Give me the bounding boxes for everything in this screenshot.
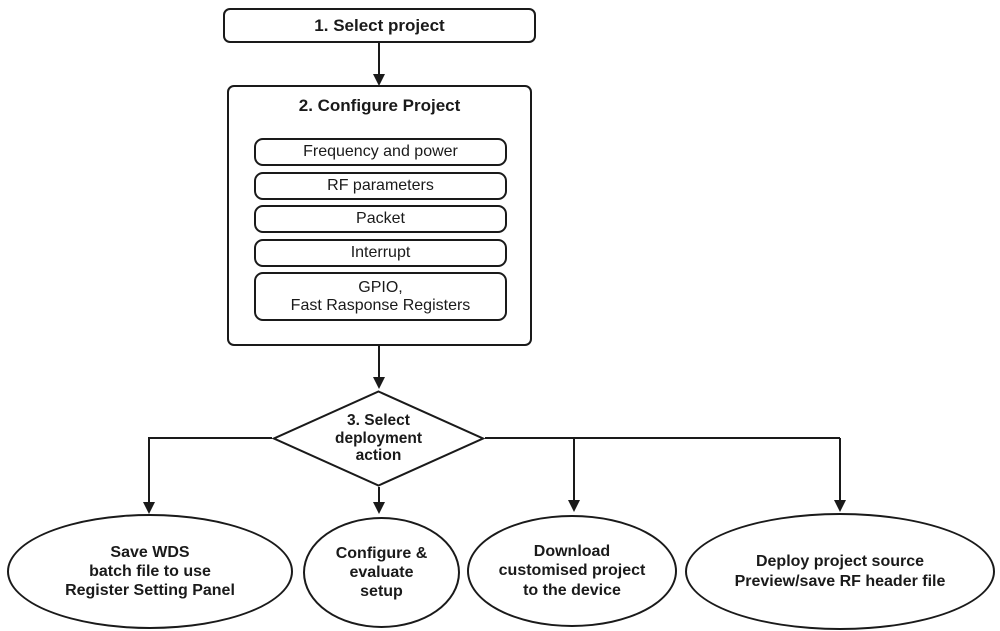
arrowhead-icon xyxy=(568,500,580,512)
diamond-shape xyxy=(272,390,485,487)
node-configure-project: 2. Configure Project Frequency and power… xyxy=(227,85,532,346)
node-save-wds-batch-file-label: Save WDS batch file to use Register Sett… xyxy=(65,543,235,600)
node-deploy-project-source-label: Deploy project source Preview/save RF he… xyxy=(734,553,946,590)
node-save-wds-batch-file: Save WDS batch file to use Register Sett… xyxy=(7,514,293,629)
node-download-customised-project: Download customised project to the devic… xyxy=(467,515,677,627)
node-select-deployment-action-label: 3. Select deployment action xyxy=(335,411,422,465)
branch-left-line xyxy=(148,437,272,502)
arrowhead-icon xyxy=(143,502,155,514)
arrowhead-icon xyxy=(373,377,385,389)
arrowhead-icon xyxy=(834,500,846,512)
subnode-packet: Packet xyxy=(254,205,507,233)
node-configure-project-title: 2. Configure Project xyxy=(298,96,461,115)
subnode-rf-parameters: RF parameters xyxy=(254,172,507,200)
node-select-project-label: 1. Select project xyxy=(314,15,445,35)
node-configure-evaluate-setup: Configure & evaluate setup xyxy=(303,517,460,628)
arrowhead-icon xyxy=(373,74,385,86)
subnode-gpio-fast-response-registers: GPIO, Fast Rasponse Registers xyxy=(254,272,507,321)
node-select-project: 1. Select project xyxy=(223,8,536,43)
node-configure-evaluate-setup-label: Configure & evaluate setup xyxy=(335,544,428,601)
node-download-customised-project-label: Download customised project to the devic… xyxy=(498,543,646,599)
subnode-frequency-and-power: Frequency and power xyxy=(254,138,507,166)
node-deploy-project-source: Deploy project source Preview/save RF he… xyxy=(685,513,995,630)
arrowhead-icon xyxy=(373,502,385,514)
subnode-interrupt: Interrupt xyxy=(254,239,507,267)
node-select-deployment-action: 3. Select deployment action xyxy=(272,390,485,487)
